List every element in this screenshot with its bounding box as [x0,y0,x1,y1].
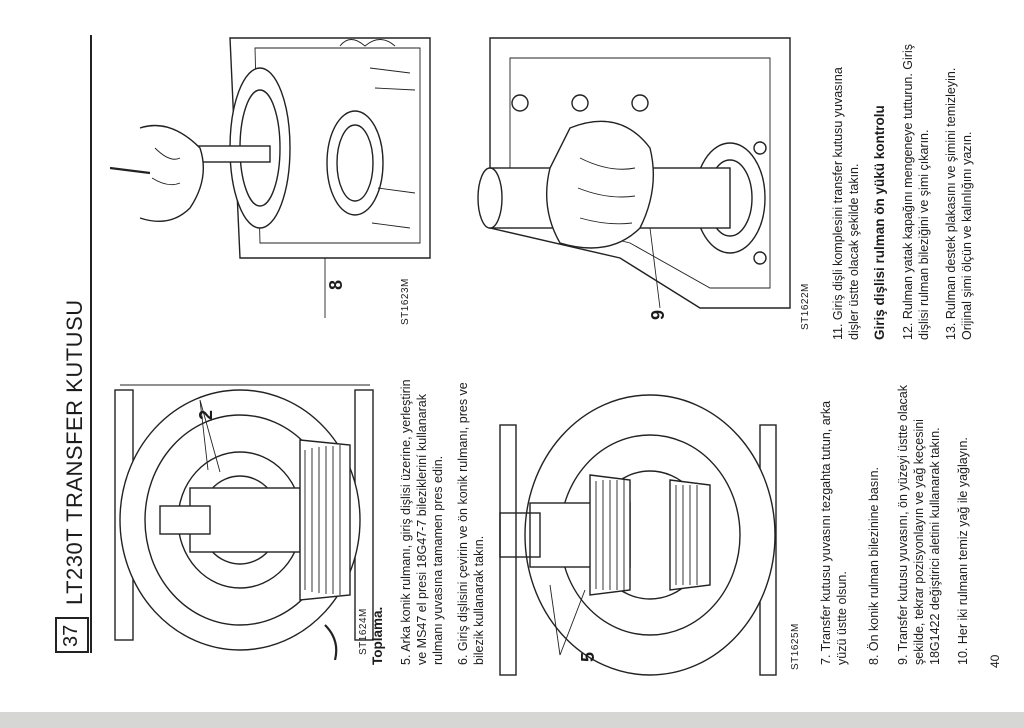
title-rule [90,35,92,653]
scan-border [0,712,1024,728]
figure-id: ST1625M [790,623,801,670]
figure-callout: 9 [648,309,668,320]
step-12-text: 12. Rulman yatak kapağını mengeneye tutt… [901,44,931,340]
figure-callout: 2 [196,409,216,420]
figure-id: ST1622M [800,283,811,330]
figure-callout: 8 [326,279,346,290]
page-number: 40 [988,654,1002,668]
step-13-text: 13. Rulman destek plakasını ve şimini te… [944,67,974,340]
figure-bearing-press-2 [499,394,777,676]
figure-id: ST1623M [400,278,411,325]
assembly-heading: Toplama. [370,606,385,665]
step-6-text: 6. Giriş dişlisini çevirin ve ön konik r… [456,382,486,665]
figure-bearing-cap-tool [477,37,791,309]
figure-callout: 5 [578,651,598,662]
step-9-text: 9. Transfer kutusu yuvasını, ön yüzeyi ü… [896,384,942,665]
step-5-text: 5. Arka konik rulmanı, giriş dişlisi üze… [399,379,445,665]
section-number: 37 [60,624,82,647]
figure-id: ST1624M [358,608,369,655]
figure-housing-drift [110,37,431,318]
figure-bearing-press-1 [114,384,374,660]
step-11-text: 11. Giriş dişli komplesini transfer kutu… [831,67,861,340]
page-title: LT230T TRANSFER KUTUSU [62,299,87,605]
step-7-text: 7. Transfer kutusu yuvasını tezgahta tut… [819,400,849,665]
preload-heading: Giriş dişlisi rulman ön yükü kontrolu [872,105,887,340]
section-number-box: 37 [55,617,89,653]
step-10-text: 10. Her iki rulmanı temiz yağ ile yağlay… [956,437,970,665]
step-8-text: 8. Ön konik rulman bilezinine basın. [867,466,881,665]
